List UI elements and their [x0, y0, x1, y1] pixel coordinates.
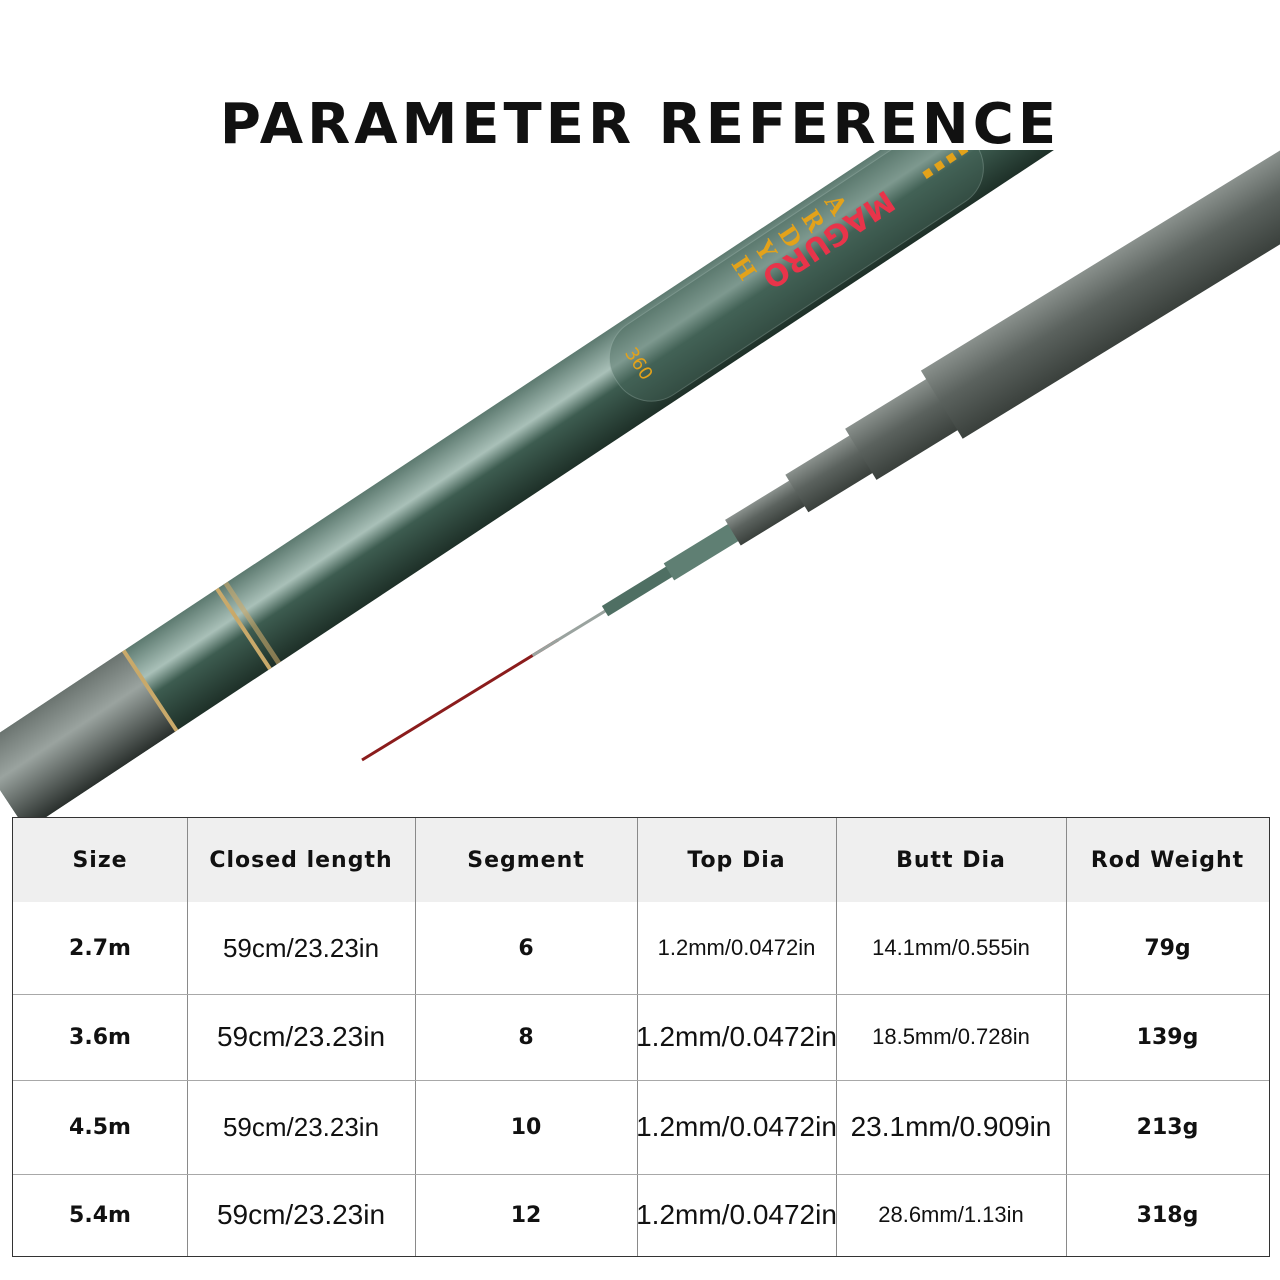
- column-divider: [836, 818, 837, 1256]
- header-segment: Segment: [467, 847, 585, 873]
- row-divider: [13, 1080, 1269, 1081]
- cell-butt-dia: 18.5mm/0.728in: [872, 1024, 1030, 1049]
- cell-top-dia: 1.2mm/0.0472in: [636, 1199, 837, 1230]
- cell-size: 5.4m: [69, 1202, 131, 1228]
- parameter-table: Size Closed length Segment Top Dia Butt …: [12, 817, 1270, 1257]
- fishing-rod-image: MAGURO H Y D R A 360: [0, 150, 1280, 820]
- cell-top-dia: 1.2mm/0.0472in: [636, 1021, 837, 1052]
- cell-rod-weight: 139g: [1136, 1024, 1199, 1050]
- cell-size: 4.5m: [69, 1114, 131, 1140]
- column-divider: [1066, 818, 1067, 1256]
- row-divider: [13, 994, 1269, 995]
- header-size: Size: [72, 847, 128, 873]
- table-row: 2.7m 59cm/23.23in 6 1.2mm/0.0472in 14.1m…: [13, 902, 1269, 994]
- page-title: PARAMETER REFERENCE: [219, 92, 1061, 157]
- cell-top-dia: 1.2mm/0.0472in: [657, 935, 816, 960]
- cell-butt-dia: 14.1mm/0.555in: [872, 935, 1030, 960]
- cell-size: 2.7m: [69, 935, 131, 961]
- header-rod-weight: Rod Weight: [1090, 847, 1245, 873]
- cell-rod-weight: 318g: [1136, 1202, 1199, 1228]
- cell-closed-length: 59cm/23.23in: [222, 932, 380, 963]
- cell-butt-dia: 23.1mm/0.909in: [850, 1111, 1052, 1142]
- cell-segment: 8: [518, 1024, 534, 1050]
- header-top-dia: Top Dia: [687, 847, 786, 873]
- cell-segment: 10: [510, 1114, 542, 1140]
- cell-closed-length: 59cm/23.23in: [222, 1111, 380, 1142]
- column-divider: [187, 818, 188, 1256]
- table-row: 5.4m 59cm/23.23in 12 1.2mm/0.0472in 28.6…: [13, 1174, 1269, 1256]
- cell-butt-dia: 28.6mm/1.13in: [878, 1202, 1024, 1227]
- table-row: 3.6m 59cm/23.23in 8 1.2mm/0.0472in 18.5m…: [13, 994, 1269, 1080]
- cell-size: 3.6m: [69, 1024, 131, 1050]
- table-row: 4.5m 59cm/23.23in 10 1.2mm/0.0472in 23.1…: [13, 1080, 1269, 1174]
- column-divider: [415, 818, 416, 1256]
- cell-segment: 6: [518, 935, 534, 961]
- header-closed-length: Closed length: [209, 847, 393, 873]
- cell-segment: 12: [510, 1202, 542, 1228]
- cell-rod-weight: 213g: [1136, 1114, 1199, 1140]
- row-divider: [13, 1174, 1269, 1175]
- cell-closed-length: 59cm/23.23in: [216, 1199, 386, 1230]
- cell-closed-length: 59cm/23.23in: [216, 1021, 386, 1052]
- column-divider: [637, 818, 638, 1256]
- cell-rod-weight: 79g: [1144, 935, 1191, 961]
- header-butt-dia: Butt Dia: [896, 847, 1006, 873]
- cell-top-dia: 1.2mm/0.0472in: [636, 1111, 837, 1142]
- table-header-row: Size Closed length Segment Top Dia Butt …: [13, 818, 1269, 902]
